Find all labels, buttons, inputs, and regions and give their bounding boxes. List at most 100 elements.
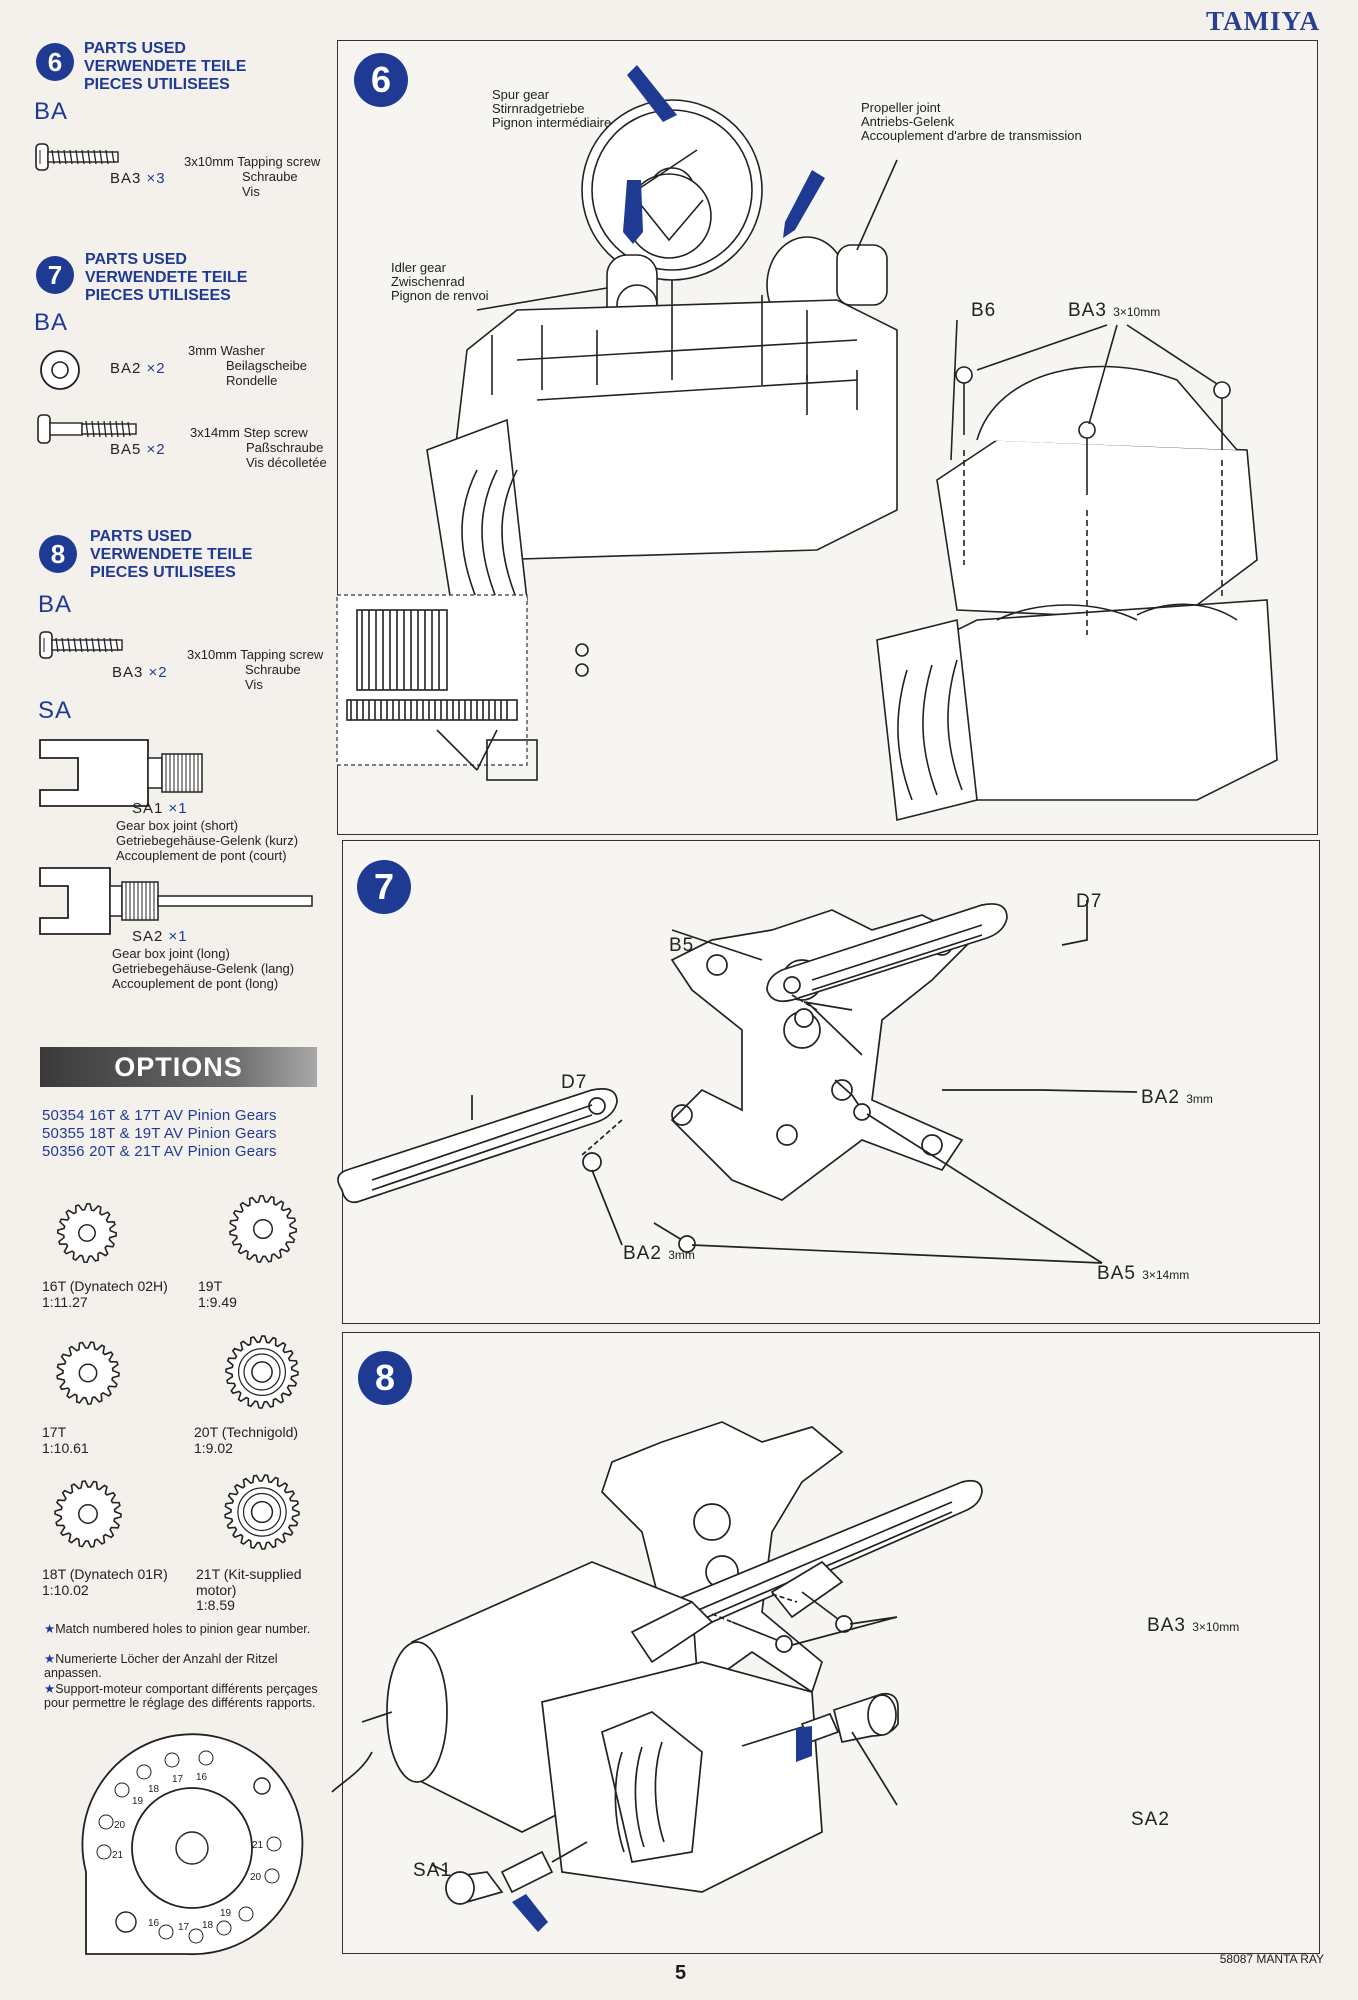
step-screw-icon (37, 414, 137, 444)
pinion-gear-21t-icon (224, 1474, 300, 1550)
suspension-mount-illustration (337, 900, 1138, 1264)
part-description: 3mm Washer Beilagscheibe Rondelle (188, 343, 307, 388)
part-code: BA3 ×3 (110, 170, 166, 187)
step-6-badge: 6 (36, 43, 74, 81)
gear-label: 20T (Technigold)1:9.02 (194, 1424, 299, 1456)
svg-text:18: 18 (202, 1920, 214, 1931)
step-number: 7 (47, 259, 63, 290)
gear-ring (242, 1492, 282, 1532)
final-gearbox-assembly-illustration (331, 1421, 983, 1932)
gear-hub (251, 1361, 273, 1383)
svg-text:21: 21 (112, 1850, 124, 1861)
tapping-screw-icon (39, 631, 123, 659)
bag-label: BA (34, 98, 69, 125)
svg-text:19: 19 (220, 1908, 232, 1919)
options-heading: OPTIONS (40, 1047, 317, 1087)
option-note: ★Support-moteur comportant différents pe… (44, 1682, 318, 1710)
parts-used-de: VERWENDETE TEILE (90, 546, 253, 563)
svg-text:17: 17 (178, 1922, 190, 1933)
gear-teeth (56, 1202, 118, 1264)
parts-used-de: VERWENDETE TEILE (85, 269, 248, 286)
long-joint-icon (39, 867, 313, 935)
model-code: 58087 MANTA RAY (1219, 1952, 1324, 1966)
part-label-sa2: SA2 (1131, 1809, 1170, 1830)
brand-logo: TAMIYA (1205, 6, 1320, 36)
svg-text:21: 21 (252, 1840, 264, 1851)
gearbox-assembly-illustration (336, 65, 1278, 821)
bag-label: SA (38, 697, 73, 724)
plate-holes (96, 1750, 282, 1944)
part-label-ba5: BA5 3×14mm (1097, 1263, 1190, 1284)
bag-label: BA (38, 591, 73, 618)
parts-used-de: VERWENDETE TEILE (84, 58, 247, 75)
option-note: ★Match numbered holes to pinion gear num… (44, 1622, 311, 1636)
gear-hub (78, 1504, 98, 1524)
part-description: 3x10mm Tapping screw Schraube Vis (187, 647, 324, 692)
gear-hub (252, 1218, 274, 1240)
svg-text:19: 19 (132, 1796, 144, 1807)
motor-mount-plate-icon: 17 16 18 19 20 21 21 20 16 17 18 19 (81, 1733, 304, 1956)
pinion-gear-17t-icon (56, 1341, 120, 1405)
part-label-d7: D7 (1076, 891, 1103, 912)
part-code: BA2 ×2 (110, 360, 166, 377)
option-item: 50354 16T & 17T AV Pinion Gears (42, 1107, 277, 1124)
step-number: 7 (373, 866, 395, 907)
page-number: 5 (675, 1962, 687, 1984)
parts-used-fr: PIECES UTILISEES (85, 287, 231, 304)
gear-teeth (56, 1341, 120, 1405)
step-8-badge: 8 (39, 535, 77, 573)
pinion-gear-20t-icon (225, 1335, 299, 1409)
gear-teeth (229, 1194, 298, 1263)
svg-text:16: 16 (196, 1772, 208, 1783)
option-item: 50355 18T & 19T AV Pinion Gears (42, 1125, 277, 1142)
step-8-badge: 8 (358, 1351, 412, 1405)
parts-used-en: PARTS USED (84, 40, 186, 57)
svg-text:20: 20 (114, 1820, 126, 1831)
part-description: Gear box joint (short) Getriebegehäuse-G… (116, 818, 299, 863)
gear-teeth (225, 1335, 299, 1409)
step-6-badge: 6 (354, 53, 408, 107)
step-number: 6 (47, 46, 63, 77)
part-label-sa1: SA1 (413, 1860, 452, 1881)
pinion-gear-19t-icon (229, 1194, 298, 1263)
step-7-badge: 7 (357, 860, 411, 914)
step-number: 8 (50, 538, 66, 569)
gear-ring (243, 1353, 281, 1391)
option-item: 50356 20T & 21T AV Pinion Gears (42, 1143, 277, 1160)
gear-teeth (224, 1474, 300, 1550)
tapping-screw-icon (35, 143, 119, 171)
parts-used-heading: PARTS USED VERWENDETE TEILE PIECES UTILI… (90, 528, 252, 582)
part-code: SA2 ×1 (132, 928, 188, 945)
gear-teeth (54, 1480, 122, 1548)
part-code: BA3 ×2 (112, 664, 168, 681)
svg-text:16: 16 (148, 1918, 160, 1929)
washer-icon (40, 350, 80, 390)
part-description: 3x10mm Tapping screw Schraube Vis (184, 154, 321, 199)
part-code: SA1 ×1 (132, 800, 188, 817)
parts-used-fr: PIECES UTILISEES (90, 564, 236, 581)
parts-used-heading: PARTS USED VERWENDETE TEILE PIECES UTILI… (84, 40, 246, 94)
svg-text:20: 20 (250, 1872, 262, 1883)
part-label-b6: B6 (971, 300, 997, 321)
gear-hub (78, 1224, 96, 1242)
part-code: BA5 ×2 (110, 441, 166, 458)
step-7-badge: 7 (36, 256, 74, 294)
option-note: ★Numerierte Löcher der Anzahl der Ritzel… (44, 1652, 278, 1680)
part-label-ba2: BA2 3mm (1141, 1087, 1213, 1108)
gear-label: 16T (Dynatech 02H)1:11.27 (42, 1278, 168, 1310)
gear-ring (238, 1348, 286, 1396)
part-label-ba3: BA3 3×10mm (1068, 300, 1161, 321)
svg-text:18: 18 (148, 1784, 160, 1795)
short-joint-icon (39, 739, 203, 807)
part-description: Gear box joint (long) Getriebegehäuse-Ge… (112, 946, 295, 991)
parts-used-en: PARTS USED (90, 528, 192, 545)
part-description: 3x14mm Step screw Paßschraube Vis décoll… (190, 425, 327, 470)
part-label-d7: D7 (561, 1072, 588, 1093)
svg-text:17: 17 (172, 1774, 184, 1785)
pinion-gear-18t-icon (54, 1480, 122, 1548)
parts-used-fr: PIECES UTILISEES (84, 76, 230, 93)
bag-label: BA (34, 309, 69, 336)
